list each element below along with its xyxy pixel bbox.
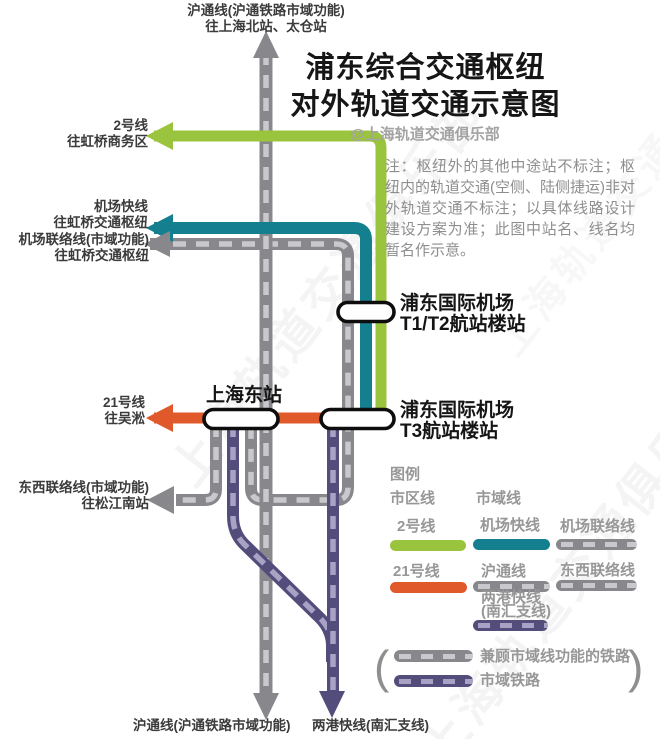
terminus-line-name: 2号线 — [113, 118, 148, 133]
terminus-label-line2: 2号线 往虹桥商务区 — [67, 118, 148, 149]
arrow-left-line2 — [146, 122, 173, 150]
terminus-line-name: 21号线 — [102, 395, 145, 410]
arrow-down-hutong — [253, 693, 279, 720]
legend-header-suburban: 市域线 — [476, 490, 522, 507]
arrow-down-lianggang — [319, 691, 345, 718]
arrow-up-hutong — [253, 31, 279, 58]
station-marker-shanghai-east — [202, 407, 280, 431]
legend-bracket-close: ) — [628, 641, 644, 693]
legend-header-urban: 市区线 — [390, 490, 436, 507]
terminus-line-name: 机场联络线(市域功能) — [18, 232, 150, 247]
legend-swatch-line21-orange — [390, 582, 467, 593]
airport-express-line — [154, 222, 372, 416]
legend-label-rail-with-suburban: 兼顾市域线功能的铁路 — [480, 648, 631, 665]
east-west-link-line-dashes — [176, 424, 219, 503]
legend-swatch-suburban-rail — [394, 675, 473, 687]
terminus-line-name: 东西联络线(市域功能) — [18, 480, 150, 495]
terminus-destination: 往上海北站、太仓站 — [205, 18, 327, 34]
lianggang-west-branch-dashes — [230, 424, 335, 662]
arrow-left-line21 — [146, 404, 173, 432]
title-line2: 对外轨道交通示意图 — [290, 89, 561, 121]
legend-label-hutong: 沪通线 — [481, 563, 527, 580]
title-line1: 浦东综合交通枢纽 — [305, 52, 546, 84]
station-label-line1: 浦东国际机场 — [400, 400, 515, 421]
legend-label-suburban-rail: 市域铁路 — [480, 672, 541, 689]
station-label-t3: 浦东国际机场 T3航站楼站 — [400, 400, 514, 442]
terminus-label-hutong-north: 沪通线(沪通铁路市域功能) 往上海北站、太仓站 — [140, 3, 392, 34]
station-marker-t3 — [319, 407, 396, 431]
terminus-destination: 往吴淞 — [104, 410, 146, 426]
legend-swatch-hutong-gray — [473, 581, 550, 592]
terminus-destination: 往虹桥交通枢纽 — [54, 247, 150, 263]
note-text: 注：枢纽外的其他中途站不标注；枢纽内的轨道交通(空侧、陆侧捷运)非对外轨道交通不… — [385, 158, 635, 259]
east-west-link-line — [176, 424, 222, 506]
terminus-label-airport-express: 机场快线 往虹桥交通枢纽 — [54, 199, 149, 230]
legend-title: 图例 — [390, 466, 421, 483]
legend-bracket-open: ( — [374, 641, 390, 693]
legend-swatch-rail-with-suburban — [394, 650, 473, 662]
arrow-left-east-west — [147, 486, 174, 514]
terminus-label-lianggang-south: 两港快线(南汇支线) — [312, 718, 429, 733]
legend-swatch-airport-express-teal — [473, 539, 550, 550]
terminus-label-east-west: 东西联络线(市域功能) 往松江南站 — [19, 480, 150, 511]
legend-swatch-east-west-gray — [556, 580, 637, 591]
station-label-line2: T3航站楼站 — [400, 421, 499, 442]
station-label-shanghai-east: 上海东站 — [206, 385, 283, 406]
terminus-label-line21: 21号线 往吴淞 — [103, 395, 145, 426]
legend-label-lianggang-line2: (南汇支线) — [481, 603, 551, 620]
airport-link-line-dashes — [150, 241, 351, 503]
legend-label-airport-express: 机场快线 — [480, 517, 541, 534]
station-marker-t1t2 — [336, 300, 396, 324]
terminus-line-name: 机场快线 — [94, 199, 148, 214]
legend-label-lianggang-line1: 两港快线 — [481, 589, 542, 606]
station-label-line2: T1/T2航站楼站 — [400, 314, 526, 335]
station-label-t1t2: 浦东国际机场 T1/T2航站楼站 — [400, 293, 526, 335]
terminus-label-airport-link: 机场联络线(市域功能) 往虹桥交通枢纽 — [19, 232, 150, 263]
legend-swatch-airport-link-gray — [556, 539, 637, 550]
legend-label-line21: 21号线 — [393, 563, 440, 580]
legend-label-airport-link: 机场联络线 — [560, 518, 636, 535]
page-title: 浦东综合交通枢纽 对外轨道交通示意图 — [253, 50, 598, 124]
terminus-line-name: 沪通线(沪通铁路市域功能) — [187, 3, 345, 18]
line2-green-line — [154, 130, 387, 416]
legend-swatch-lianggang-purple — [473, 620, 548, 631]
station-label-line1: 浦东国际机场 — [400, 293, 515, 314]
legend-swatch-line2-green — [390, 540, 466, 551]
terminus-destination: 往松江南站 — [81, 495, 150, 511]
legend-label-lianggang: 两港快线 (南汇支线) — [481, 589, 551, 620]
legend-label-east-west: 东西联络线 — [560, 562, 636, 579]
legend-label-line2: 2号线 — [397, 518, 436, 535]
terminus-destination: 往虹桥商务区 — [67, 133, 148, 149]
arrow-left-airport-link — [144, 231, 170, 257]
credit-line: @上海轨道交通俱乐部 — [350, 126, 500, 143]
terminus-label-hutong-south: 沪通线(沪通铁路市域功能) — [133, 718, 291, 733]
terminus-destination: 往虹桥交通枢纽 — [53, 214, 149, 230]
